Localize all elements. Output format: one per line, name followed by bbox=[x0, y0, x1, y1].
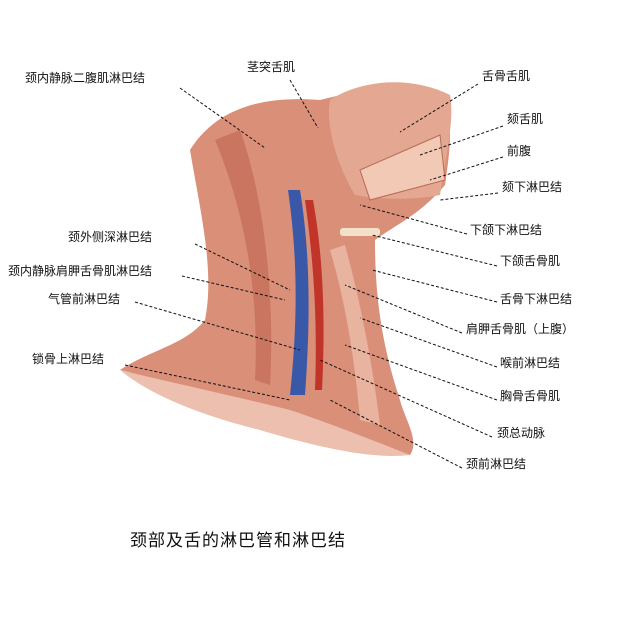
label-prelaryngeal-node: 喉前淋巴结 bbox=[500, 356, 561, 370]
label-lateral-deep-cervical-node: 颈外侧深淋巴结 bbox=[68, 230, 153, 244]
label-infrahyoid-node: 舌骨下淋巴结 bbox=[500, 292, 573, 306]
label-supraclavicular-node: 锁骨上淋巴结 bbox=[32, 352, 105, 366]
label-sternohyoid: 胸骨舌骨肌 bbox=[500, 389, 561, 403]
common-carotid-artery bbox=[305, 200, 324, 390]
label-submandibular-node: 下颌下淋巴结 bbox=[470, 223, 543, 237]
label-hyoglossus: 舌骨舌肌 bbox=[482, 69, 531, 83]
leader-lines bbox=[124, 79, 504, 469]
mandible-cut bbox=[359, 134, 446, 201]
label-pretracheal-node: 气管前淋巴结 bbox=[48, 292, 121, 306]
label-submental-node: 颏下淋巴结 bbox=[502, 180, 563, 194]
label-genioglossus: 颏舌肌 bbox=[507, 112, 544, 126]
label-anterior-cervical-node: 颈前淋巴结 bbox=[466, 457, 527, 471]
hyoid-bone bbox=[340, 228, 380, 236]
shoulder-muscle bbox=[120, 370, 410, 456]
figure-caption: 颈部及舌的淋巴管和淋巴结 bbox=[130, 531, 346, 551]
internal-jugular-vein bbox=[288, 190, 309, 395]
label-mylohyoid: 下颌舌骨肌 bbox=[500, 254, 561, 268]
label-jugulodigastric-node: 颈内静脉二腹肌淋巴结 bbox=[25, 71, 146, 85]
label-common-carotid: 颈总动脉 bbox=[497, 426, 546, 440]
label-styloglossus: 茎突舌肌 bbox=[247, 60, 296, 74]
strap-muscles bbox=[330, 245, 380, 425]
sternocleidomastoid bbox=[215, 130, 272, 385]
label-jugulo-omohyoid-node: 颈内静脉肩胛舌骨肌淋巴结 bbox=[8, 264, 153, 278]
label-omohyoid: 肩胛舌骨肌（上腹） bbox=[466, 322, 575, 336]
label-anterior-belly: 前腹 bbox=[507, 144, 532, 158]
